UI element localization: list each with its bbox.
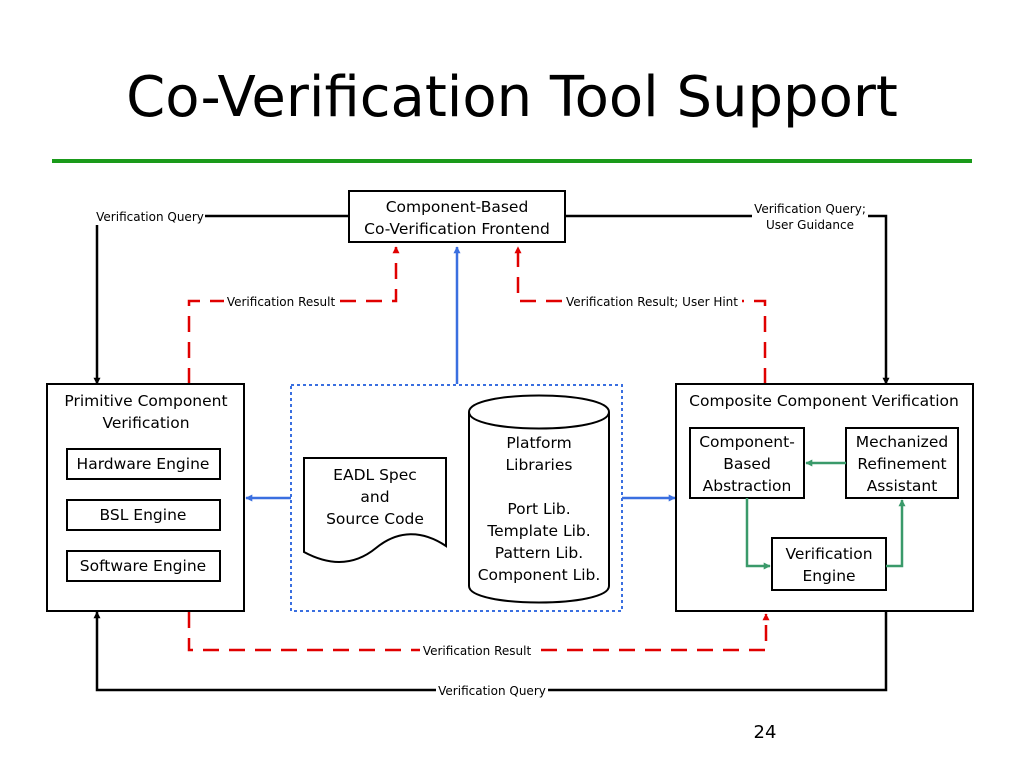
library-container [290, 384, 623, 612]
port-lib-label: Port Lib. [507, 500, 570, 518]
composite-title: Composite Component Verification [689, 392, 959, 410]
page-number: 24 [753, 722, 777, 743]
eadl-label-line2: and [360, 488, 389, 506]
engine-to-refinement-arrow [886, 499, 906, 568]
refinement-label-line1: Mechanized [856, 433, 948, 451]
frontend-label-line1: Component-Based [386, 198, 529, 216]
verification-engine-label-line1: Verification [785, 545, 872, 563]
result-right-label-bg [562, 294, 742, 310]
verification-engine-label-line2: Engine [802, 567, 855, 585]
bsl-engine-box [66, 499, 221, 531]
result-left-label: Verification Result [227, 295, 336, 309]
component-lib-label: Component Lib. [478, 566, 601, 584]
abstraction-label-line1: Component- [699, 433, 795, 451]
platform-title-line1: Platform [506, 434, 571, 452]
eadl-label-line3: Source Code [326, 510, 424, 528]
query-right-label-line1: Verification Query; [754, 202, 866, 216]
refinement-assistant-box [845, 427, 959, 499]
query-right-arrow [565, 214, 890, 385]
software-engine-box [66, 550, 221, 582]
platform-title-line2: Libraries [506, 456, 573, 474]
primitive-title-line2: Verification [102, 414, 189, 432]
primitive-title-line1: Primitive Component [64, 392, 227, 410]
pattern-lib-label: Pattern Lib. [495, 544, 583, 562]
query-right-label-line2: User Guidance [766, 218, 854, 232]
abstraction-label-line3: Abstraction [703, 477, 792, 495]
abstraction-to-engine-arrow [745, 498, 771, 570]
platform-libraries-shape [468, 394, 610, 604]
template-lib-label: Template Lib. [486, 522, 590, 540]
query-bottom-label-bg [436, 683, 548, 699]
title-divider [52, 159, 972, 163]
hardware-engine-label: Hardware Engine [77, 455, 210, 473]
result-right-label: Verification Result; User Hint [566, 295, 738, 309]
software-engine-label: Software Engine [80, 557, 206, 575]
refinement-label-line3: Assistant [867, 477, 938, 495]
slide-title: Co-Verification Tool Support [126, 65, 898, 130]
query-right-label-bg [752, 201, 868, 233]
bsl-engine-label: BSL Engine [100, 506, 187, 524]
result-bottom-label: Verification Result [423, 644, 532, 658]
platform-libraries-top-curve [468, 411, 610, 430]
frontend-label-line2: Co-Verification Frontend [364, 220, 550, 238]
verification-engine-box [771, 537, 887, 591]
frontend-box [348, 190, 566, 243]
refinement-label-line2: Refinement [857, 455, 946, 473]
result-left-label-bg [224, 294, 338, 310]
abstraction-label-line2: Based [723, 455, 771, 473]
result-bottom-label-bg [420, 643, 534, 659]
query-left-label-bg [72, 209, 205, 225]
result-right-arrow [514, 246, 767, 384]
eadl-document-shape [303, 457, 447, 563]
query-left-label: Verification Query [96, 210, 204, 224]
hardware-engine-box [66, 448, 221, 480]
eadl-label-line1: EADL Spec [333, 466, 417, 484]
query-bottom-label: Verification Query [438, 684, 546, 698]
result-left-arrow [187, 246, 400, 384]
